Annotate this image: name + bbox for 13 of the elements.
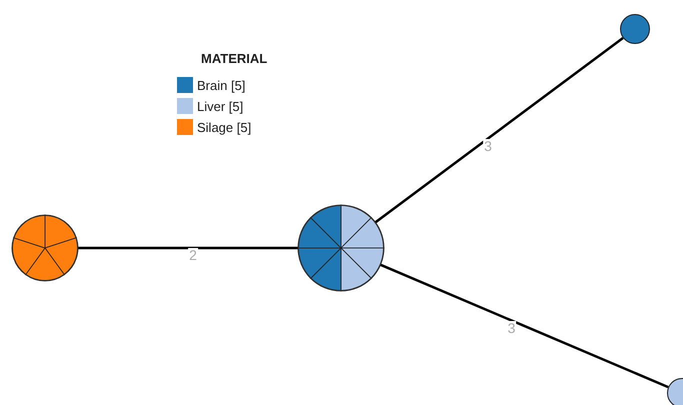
edge-label: 2 [188,248,198,262]
pie-node [298,205,384,291]
legend-text: Brain [5] [197,78,246,92]
connector-line [78,246,298,250]
connector-line [380,264,669,388]
pie-node [12,215,78,281]
pie-node [620,14,650,44]
legend-text: Silage [5] [197,120,252,134]
edge-label: 3 [483,138,493,152]
connector-line [374,36,624,224]
legend-title: MATERIAL [201,51,268,66]
edge-label: 3 [506,320,516,334]
legend-text: Liver [5] [197,98,244,114]
